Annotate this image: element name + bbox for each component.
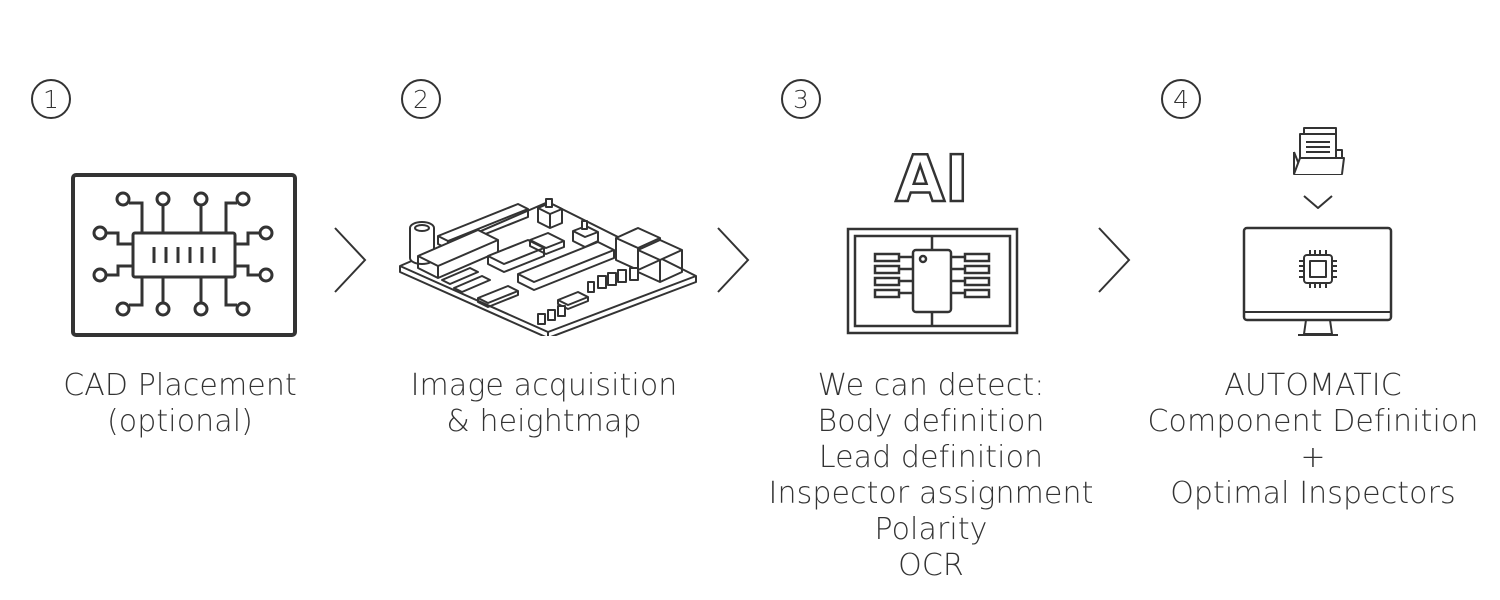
cpu-chip-circuit-icon [71,173,297,337]
step-number-2: 2 [401,79,441,119]
chevron-right-icon [717,227,750,293]
step-2-caption: Image acquisition & heightmap [394,368,694,440]
caption-line: Polarity [874,512,988,547]
step-3-caption: We can detect: Body definition Lead defi… [756,368,1106,584]
step-1-caption: CAD Placement (optional) [30,368,330,440]
caption-line: AUTOMATIC [1224,368,1402,403]
caption-line: CAD Placement [63,368,297,403]
caption-line: We can detect: [817,368,1045,403]
step-number-1: 1 [31,79,71,119]
caption-line: + [1300,440,1326,475]
caption-line: Body definition [817,404,1045,439]
step-4-caption: AUTOMATIC Component Definition + Optimal… [1130,368,1496,512]
step-number-4: 4 [1161,79,1201,119]
ai-label: AI [895,143,968,217]
chevron-right-icon [334,227,367,293]
caption-line: OCR [898,548,964,583]
ai-chip-detection-icon: AI [846,142,1019,335]
caption-line: & heightmap [446,404,642,439]
caption-line: Inspector assignment [768,476,1094,511]
step-number-3: 3 [781,79,821,119]
chevron-right-icon [1098,227,1131,293]
caption-line: Lead definition [818,440,1044,475]
caption-line: Component Definition [1147,404,1479,439]
caption-line: Image acquisition [410,368,678,403]
monitor-with-files-icon [1242,127,1393,336]
circuit-board-3d-icon [399,198,697,336]
caption-line: Optimal Inspectors [1170,476,1456,511]
caption-line: (optional) [107,404,253,439]
